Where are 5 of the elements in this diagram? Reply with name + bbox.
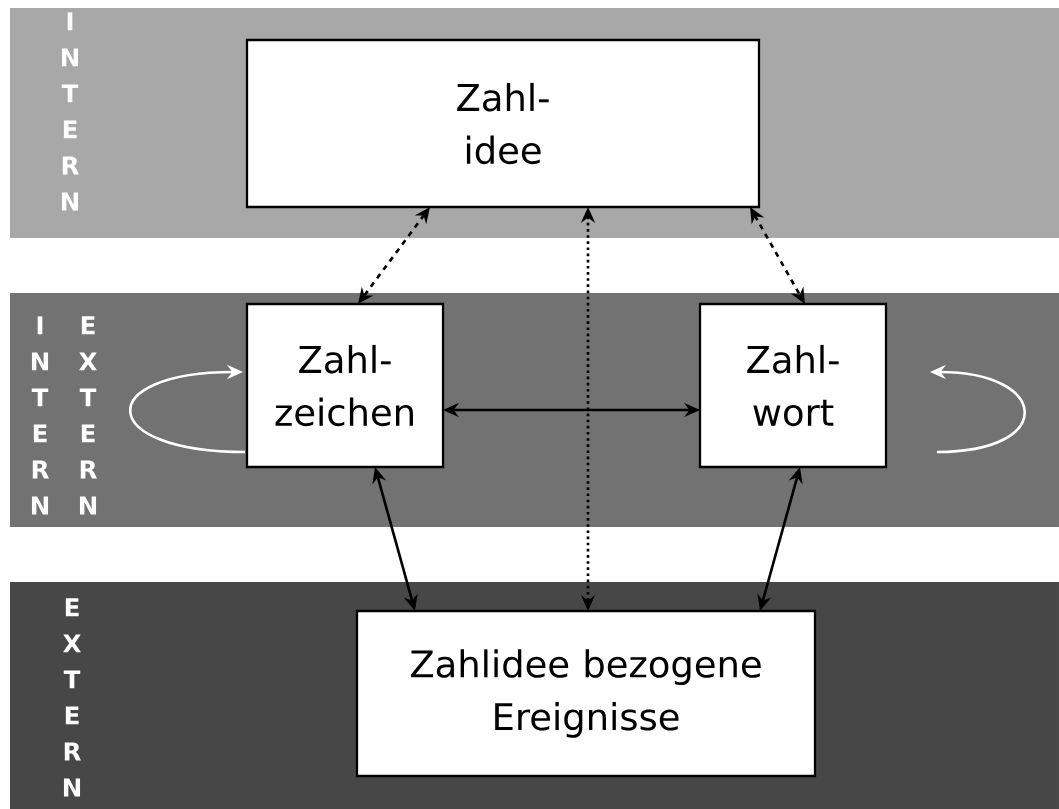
arrow <box>129 364 246 454</box>
text-box: Zahlidee bezogene Ereignisse <box>355 609 817 778</box>
text-box: Zahl- zeichen <box>245 302 445 469</box>
text-box: Zahl- idee <box>245 38 761 209</box>
text-box: Zahl- wort <box>698 302 888 469</box>
